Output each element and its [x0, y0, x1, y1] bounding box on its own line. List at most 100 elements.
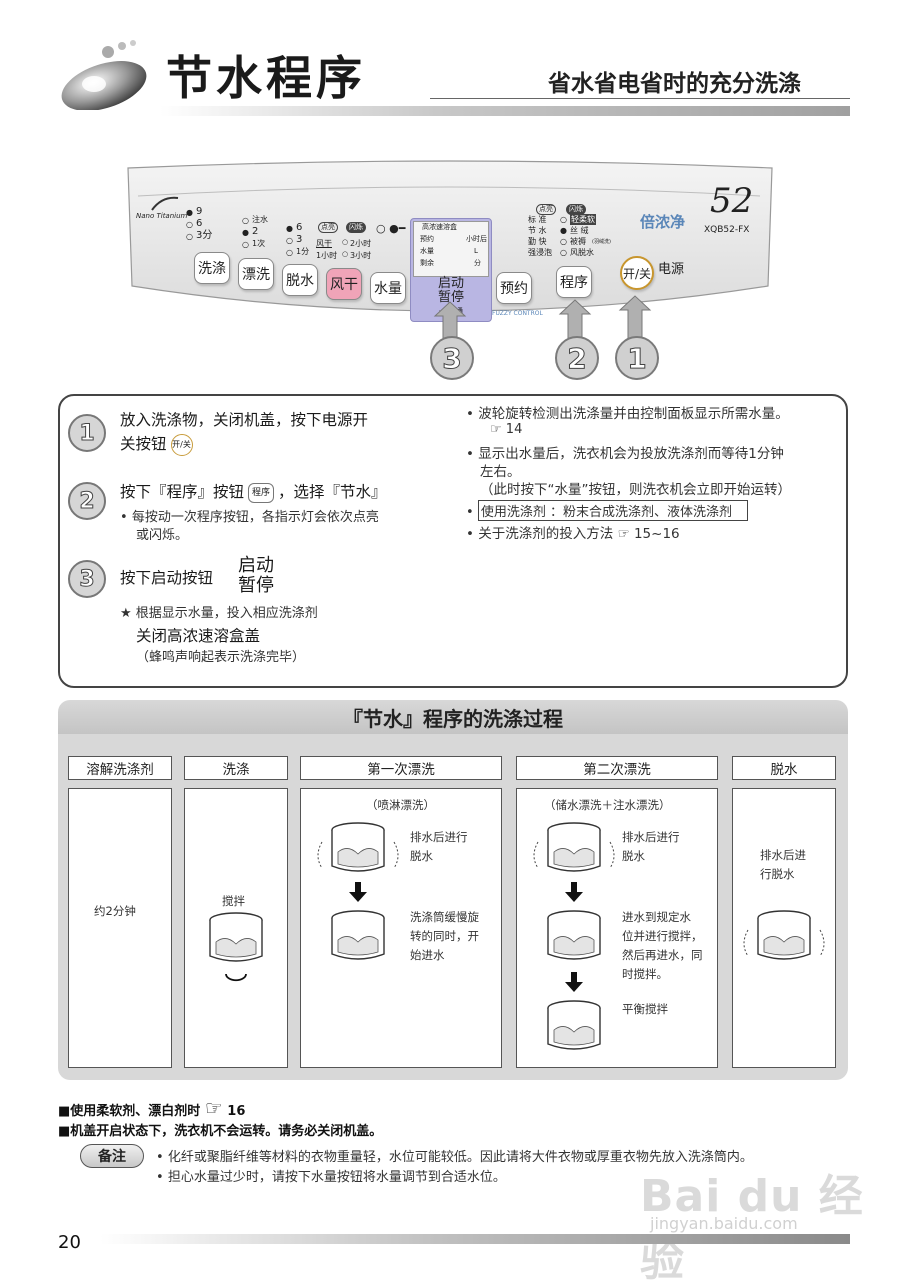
- indicator-dot-icon: ●: [242, 228, 249, 237]
- star-icon: ★: [120, 606, 132, 621]
- right-note-1-ref: ☞ 14: [490, 422, 523, 437]
- rinse-2-step-c: 平衡搅拌: [622, 1002, 668, 1016]
- right-note-2: • 显示出水量后，洗衣机会为投放洗涤剂而等待1分钟: [466, 446, 784, 462]
- step-3-line1: 按下启动按钮: [120, 569, 214, 587]
- indicator-dot-icon: ○: [186, 232, 193, 241]
- rinse-2-drum-balance-icon: [547, 1000, 601, 1050]
- title-gradient-bar: [160, 106, 850, 116]
- model-number: 52: [710, 181, 754, 221]
- column-rinse-1: 第一次漂洗: [300, 756, 502, 780]
- step-3-number: 3: [68, 560, 106, 598]
- pointing-hand-icon: ☞: [617, 526, 630, 542]
- display-remain-label: 剩余: [420, 259, 434, 267]
- step-1-number: 1: [68, 414, 106, 452]
- reserve-button[interactable]: 预约: [496, 272, 532, 304]
- control-panel: Nano Titanium 9 6 3分 ● ○ ○ ○ ● ○ 注水 2 1次…: [120, 158, 780, 408]
- rinse-2-drum-icon: [547, 822, 601, 872]
- callout-1: 1: [615, 336, 659, 380]
- water-level-button[interactable]: 水量: [370, 272, 406, 304]
- indicator-dot-icon: ○: [560, 248, 567, 257]
- dry-1h: 1小时: [316, 251, 338, 260]
- rinse-1-step-a: 排水后进行 脱水: [410, 830, 468, 863]
- watermark-url: jingyan.baidu.com: [650, 1214, 798, 1233]
- start-label: 启动: [437, 276, 464, 291]
- legend-blink-label: 闪烁: [346, 222, 366, 233]
- display-detergent-label: 高浓速溶盒: [422, 223, 457, 231]
- column-dissolve: 溶解洗涤剂: [68, 756, 172, 780]
- indicator-dot-icon: ○: [242, 216, 249, 225]
- wash-button[interactable]: 洗涤: [194, 252, 230, 284]
- footer-gradient-bar: [100, 1234, 850, 1244]
- page-logo-icon: [61, 40, 147, 110]
- spin-button[interactable]: 脱水: [282, 264, 318, 296]
- dry-label: 风干: [316, 239, 332, 248]
- process-title: 『节水』程序的洗涤过程: [58, 700, 848, 734]
- indicator-dot-icon: ●: [186, 208, 193, 217]
- display-screen: 高浓速溶盒 预约 水量 剩余 小时后 L 分: [413, 221, 489, 277]
- wash-drum-icon: [209, 912, 263, 962]
- program-blanket-note: (羽绒洗): [592, 239, 611, 245]
- rinse-2-title: （储水漂洗＋注水漂洗）: [544, 798, 671, 812]
- program-standard: 标 准: [528, 215, 547, 224]
- indicator-dot-icon: ●: [286, 224, 293, 233]
- lock-key-icon: ○ ●━: [376, 222, 406, 235]
- indicator-dot-icon: ○: [286, 248, 293, 257]
- display-panel: 高浓速溶盒 预约 水量 剩余 小时后 L 分 启动 暂停 一触通: [410, 218, 492, 322]
- down-arrow-icon: [565, 882, 583, 902]
- callout-2: 2: [555, 336, 599, 380]
- lid-warning: ■机盖开启状态下，洗衣机不会运转。请务必关闭机盖。: [58, 1124, 383, 1139]
- column-rinse-2: 第二次漂洗: [516, 756, 718, 780]
- rinse-1-drum-icon: [331, 822, 385, 872]
- model-code: XQB52-FX: [704, 225, 750, 235]
- step-1-line1: 放入洗涤物，关闭机盖，按下电源开: [120, 411, 369, 429]
- display-hours-label: 小时后: [466, 235, 487, 243]
- dry-2h: 2小时: [350, 239, 372, 248]
- column-wash: 洗涤: [184, 756, 288, 780]
- pause-label: 暂停: [437, 290, 464, 305]
- rinse-button[interactable]: 漂洗: [238, 258, 274, 290]
- program-button[interactable]: 程序: [556, 266, 592, 298]
- column-spin: 脱水: [732, 756, 836, 780]
- steps-box: [58, 394, 848, 688]
- display-reserve-label: 预约: [420, 235, 434, 243]
- rinse-level-1: 1次: [252, 239, 266, 248]
- wash-level-6: 6: [196, 218, 203, 229]
- page-number: 20: [58, 1232, 81, 1253]
- legend-on-label: 点亮: [318, 222, 338, 233]
- indicator-dot-icon: ○: [286, 236, 293, 245]
- indicator-dot-icon: ○: [560, 237, 567, 246]
- right-note-1: • 波轮旋转检测出洗涤量并由控制面板显示所需水量。: [466, 406, 789, 422]
- rinse-1-title: （喷淋漂洗）: [366, 798, 435, 812]
- indicator-dot-icon: ○: [342, 238, 349, 246]
- callout-3: 3: [430, 336, 474, 380]
- right-note-4: • 关于洗涤剂的投入方法 ☞ 15~16: [466, 526, 680, 542]
- softener-note: ■使用柔软剂、漂白剂时 ☞ 16: [58, 1096, 246, 1120]
- wash-level-9: 9: [196, 206, 203, 217]
- down-arrow-icon: [349, 882, 367, 902]
- power-button-icon: 开/关: [170, 433, 193, 456]
- memo-label: 备注: [80, 1144, 144, 1168]
- step-2-note-cont: 或闪烁。: [136, 528, 189, 543]
- program-blanket: 被褥: [570, 237, 586, 246]
- page-subtitle: 省水省电省时的充分洗涤: [548, 71, 801, 97]
- dry-button[interactable]: 风干: [326, 268, 362, 300]
- step-3-beep-note: （蜂鸣声响起表示洗涤完毕）: [136, 650, 306, 665]
- spin-level-3: 3: [296, 234, 303, 245]
- power-label: 电源: [658, 262, 685, 277]
- brand-cn-label: 倍浓净: [640, 213, 686, 231]
- rinse-level-fill: 注水: [252, 215, 268, 224]
- program-water-save: 节 水: [528, 226, 547, 235]
- step-3-note: ★ 根据显示水量，投入相应洗涤剂: [120, 606, 318, 621]
- fuzzy-control-label: FUZZY CONTROL: [492, 310, 543, 317]
- indicator-dot-icon: ○: [560, 215, 567, 224]
- spin-level-6: 6: [296, 222, 303, 233]
- power-button[interactable]: 开/关: [620, 256, 654, 290]
- rinse-2-drum-fill-icon: [547, 910, 601, 960]
- step-2-number: 2: [68, 482, 106, 520]
- program-quick: 勤 快: [528, 237, 547, 246]
- indicator-dot-icon: ○: [342, 250, 349, 258]
- rinse-1-step-b: 洗涤筒缓慢旋 转的同时，开 始进水: [410, 910, 479, 962]
- program-button-icon: 程序: [248, 482, 275, 503]
- wash-agitate-label: 搅拌: [222, 894, 245, 908]
